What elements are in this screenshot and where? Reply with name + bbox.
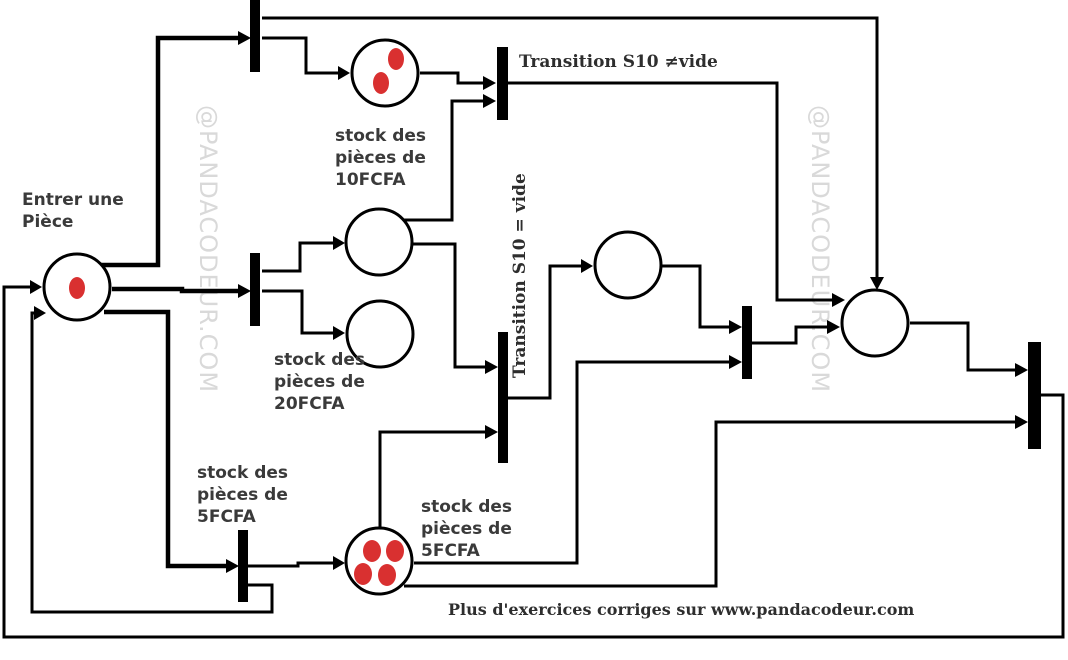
place-stock5: [344, 526, 414, 596]
arc-stock5-to-t-final: [404, 420, 1021, 588]
label-stock20: stock des pièces de 20FCFA: [274, 350, 371, 414]
label-stock5-right: stock des pièces de 5FCFA: [421, 497, 518, 561]
arrowhead: [485, 425, 498, 439]
token: [378, 564, 396, 586]
label-line: stock des: [197, 463, 288, 483]
arc-t20-to-p20a: [262, 241, 338, 273]
places: [42, 38, 910, 596]
token: [69, 277, 85, 299]
arrowhead: [832, 293, 845, 307]
arrowhead: [333, 236, 345, 250]
arrowhead: [1015, 363, 1028, 377]
arc-stock10-to-t-neq: [420, 71, 488, 85]
place-p-mid: [593, 230, 663, 300]
place-final: [840, 288, 910, 358]
arc-t-top-to-final: [262, 16, 879, 280]
arrowhead: [485, 360, 498, 374]
arrowheads: [30, 31, 1028, 573]
arc-stock5-to-t-mid: [414, 360, 735, 565]
arrowhead: [338, 66, 350, 80]
arrowhead: [827, 320, 840, 334]
transition-20: [250, 253, 260, 326]
place-circle: [350, 38, 420, 108]
place-circle: [345, 299, 415, 369]
arc-p20a-to-t-eq: [410, 242, 490, 369]
label-line: pièces de: [274, 372, 365, 392]
arrowhead: [1015, 415, 1028, 429]
label-line: stock des: [421, 497, 512, 517]
label-line: stock des: [274, 350, 365, 370]
arc-p20a-to-t-neq: [404, 99, 488, 222]
place-entrer: [42, 252, 112, 322]
token: [386, 540, 404, 562]
arrowhead: [30, 280, 42, 294]
label-transition-eq: Transition S10 = vide: [510, 173, 530, 378]
arc-t-eq-to-p-mid: [508, 264, 586, 400]
arrowhead: [238, 284, 251, 298]
label-line: 10FCFA: [335, 170, 406, 190]
arc-t-mid-to-final: [752, 325, 833, 345]
place-circle: [593, 230, 663, 300]
token: [373, 72, 389, 94]
arrowhead: [34, 306, 46, 320]
label-entrer: Entrer une Pièce: [22, 190, 130, 232]
label-line: 5FCFA: [421, 541, 481, 561]
arc-t5-return-to-entrer: [30, 311, 274, 614]
place-p20a: [344, 207, 414, 277]
watermark-left: @PANDACODEUR.COM: [194, 105, 222, 393]
arrowhead: [238, 31, 251, 45]
label-stock5-left: stock des pièces de 5FCFA: [197, 463, 294, 527]
labels: Entrer une Pièce stock des pièces de 10F…: [22, 52, 914, 619]
arc-entrer-to-t-top: [100, 35, 244, 268]
arrowhead: [729, 320, 742, 334]
token: [388, 48, 404, 70]
arrowhead: [483, 94, 496, 108]
place-circle: [840, 288, 910, 358]
arc-p-mid-to-t-mid: [662, 264, 735, 329]
arc-t-top-to-stock10: [262, 36, 343, 75]
label-line: pièces de: [421, 519, 512, 539]
arcs: [2, 16, 1065, 639]
place-circle: [344, 526, 414, 596]
arrowhead: [333, 326, 345, 340]
label-line: Pièce: [22, 212, 73, 232]
arrowhead: [226, 559, 239, 573]
label-line: stock des: [335, 126, 426, 146]
arrowhead: [333, 556, 345, 570]
place-stock10: [350, 38, 420, 108]
label-line: 5FCFA: [197, 507, 257, 527]
transitions: [238, 0, 1041, 602]
transition-mid: [742, 306, 752, 379]
transition-neq: [497, 47, 508, 120]
watermark-right: @PANDACODEUR.COM: [806, 105, 834, 393]
label-line: Entrer une: [22, 190, 124, 210]
arc-stock5-to-t-eq: [378, 430, 490, 528]
arc-t-neq-to-final: [508, 81, 840, 302]
arrowhead: [581, 259, 593, 273]
arc-t5-to-stock5: [248, 561, 337, 568]
place-stock20: [345, 299, 415, 369]
label-line: 20FCFA: [274, 394, 345, 414]
label-transition-neq: Transition S10 ≠vide: [519, 52, 718, 72]
token: [354, 563, 372, 585]
arc-entrer-to-t20: [112, 286, 244, 294]
arrowhead: [483, 76, 496, 90]
place-circle: [344, 207, 414, 277]
token: [363, 540, 381, 562]
arc-t20-to-stock20: [262, 289, 338, 335]
transition-eq: [498, 332, 508, 463]
transition-final: [1028, 342, 1041, 449]
footer-text: Plus d'exercices corriges sur www.pandac…: [448, 600, 914, 619]
arc-entrer-to-t5: [104, 309, 232, 569]
transition-5: [238, 530, 248, 602]
label-stock10: stock des pièces de 10FCFA: [335, 126, 432, 190]
arc-final-return-to-entrer: [2, 285, 1065, 639]
arrowhead: [729, 355, 742, 369]
arrowhead: [870, 277, 884, 290]
label-line: pièces de: [335, 148, 426, 168]
transition-top: [250, 0, 260, 72]
label-line: pièces de: [197, 485, 288, 505]
arc-final-to-t-final: [910, 321, 1021, 372]
